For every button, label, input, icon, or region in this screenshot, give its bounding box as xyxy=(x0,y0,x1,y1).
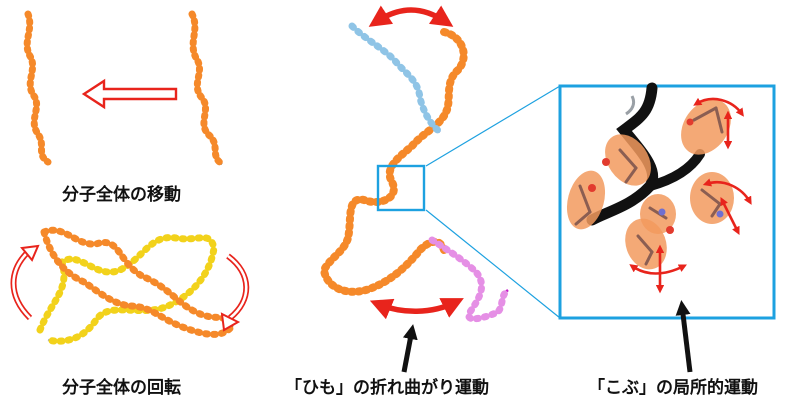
molecule-rotating-black xyxy=(40,226,236,338)
curved-rotation-arrow-icon xyxy=(10,244,250,332)
molecule-segment-blue xyxy=(348,22,444,136)
black-up-arrow-icon xyxy=(675,300,693,373)
molecule-before-translation xyxy=(23,10,52,166)
double-headed-curved-arrow-icon xyxy=(368,5,454,27)
molecule-rotating-grey xyxy=(36,234,218,345)
molecule-segment-magenta xyxy=(428,236,512,323)
caption-rotation: 分子全体の回転 xyxy=(62,378,181,398)
zoom-panel xyxy=(558,82,776,320)
caption-string-motion: 「ひも」の折れ曲がり運動 xyxy=(285,378,489,398)
caption-translation: 分子全体の移動 xyxy=(62,185,181,205)
caption-knob-motion: 「こぶ」の局所的運動 xyxy=(588,378,758,398)
hollow-left-arrow-icon xyxy=(81,78,178,110)
molecule-after-translation xyxy=(188,10,226,168)
rotation-arrows-icon xyxy=(629,97,752,294)
oxygen-atoms xyxy=(588,118,694,234)
molecule-main-black xyxy=(319,28,468,296)
double-headed-curved-arrow-icon xyxy=(369,298,464,320)
black-up-arrow-icon xyxy=(401,324,418,373)
zoom-selection-box xyxy=(376,164,426,212)
zoom-connector-lines xyxy=(425,85,561,319)
